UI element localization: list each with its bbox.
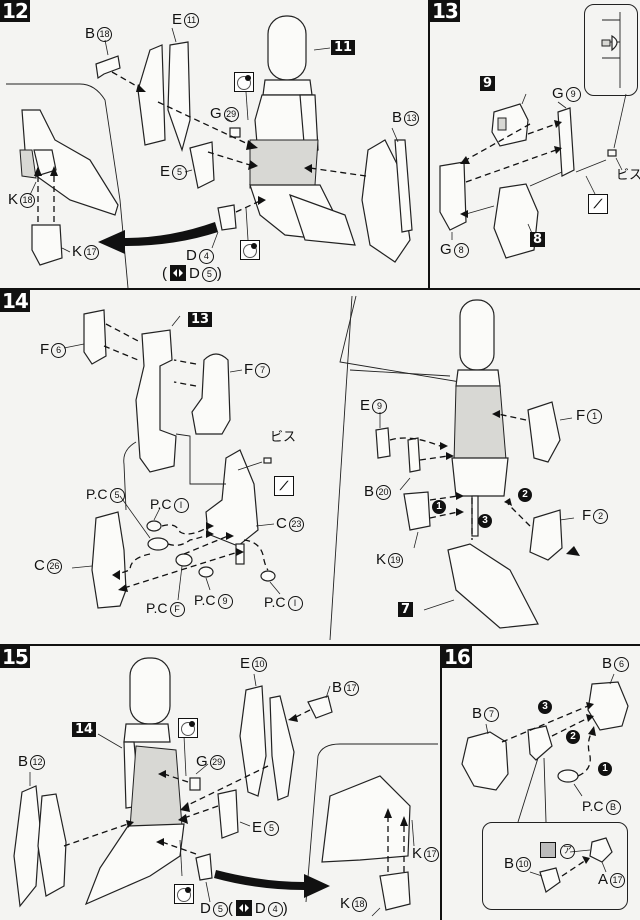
reference-step-7: 7 — [398, 602, 414, 617]
row-divider-top — [0, 288, 640, 290]
cut-gate-icon — [174, 884, 194, 904]
step-number: 13 — [430, 0, 460, 23]
cut-gate-icon — [240, 240, 260, 260]
reference-step-8: 8 — [530, 232, 546, 247]
mirror-symmetry-icon — [170, 265, 186, 281]
step-number: 15 — [0, 645, 30, 669]
screwdriver-icon: ⟋ — [588, 194, 608, 214]
step-12-panel: 12 — [0, 0, 428, 288]
step-number: 12 — [0, 0, 30, 23]
step-16-panel: 16 — [442, 646, 640, 920]
screw-detail-callout — [584, 4, 638, 96]
sequence-marker-3: 3 — [538, 700, 552, 714]
reference-step-9: 9 — [480, 76, 496, 91]
step-15-panel: 15 — [0, 646, 440, 920]
sequence-marker-3: 3 — [478, 514, 492, 528]
step-16-artwork — [461, 673, 629, 893]
mirror-symmetry-icon — [235, 900, 252, 916]
screw-label: ビス — [270, 430, 297, 445]
screwdriver-icon: ⟋ — [274, 476, 294, 496]
sequence-marker-1: 1 — [432, 500, 446, 514]
cut-gate-icon — [234, 72, 254, 92]
step-14-panel: 14 — [0, 290, 640, 644]
col-divider-12-13 — [428, 0, 430, 288]
cut-gate-icon — [178, 718, 198, 738]
screw-label: ビス — [616, 168, 640, 183]
marking-label: ア — [558, 842, 575, 859]
col-divider-15-16 — [440, 646, 442, 920]
step-13-panel: 13 — [430, 0, 640, 288]
row-divider-bottom — [0, 644, 640, 646]
reference-step-14: 14 — [72, 722, 97, 737]
reference-step-13: 13 — [188, 312, 213, 327]
step-13-artwork — [439, 12, 627, 259]
reference-step-11: 11 — [331, 40, 356, 55]
sequence-marker-2: 2 — [518, 488, 532, 502]
step-number: 14 — [0, 289, 30, 313]
step-14-artwork — [63, 295, 580, 641]
sequence-marker-2: 2 — [566, 730, 580, 744]
step-number: 16 — [442, 645, 472, 669]
marking-reference-icon — [540, 842, 556, 858]
sequence-marker-1: 1 — [598, 762, 612, 776]
step-15-artwork — [13, 657, 438, 917]
step-12-artwork — [6, 15, 413, 288]
